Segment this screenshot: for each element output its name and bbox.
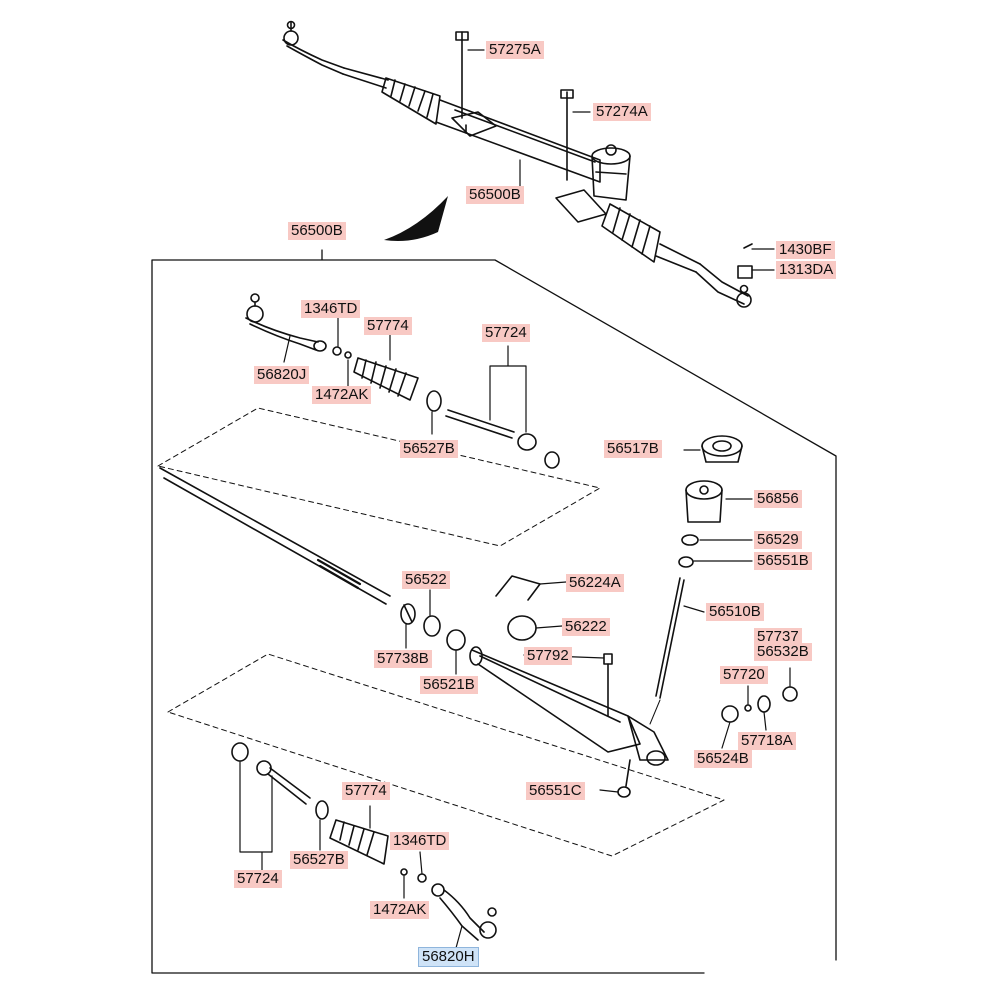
assembled-steering-gear: [282, 20, 753, 308]
leader-lines-exploded: [239, 317, 791, 949]
part-label-57724-upper[interactable]: 57724: [482, 324, 530, 342]
boot-57774-lower: [329, 819, 389, 865]
part-label-1472AK-upper[interactable]: 1472AK: [312, 386, 372, 404]
part-label-1346TD-upper[interactable]: 1346TD: [301, 300, 361, 318]
part-label-57774-upper[interactable]: 57774: [364, 317, 412, 335]
part-label-1313DA[interactable]: 1313DA: [776, 261, 837, 279]
cap-56551C: [617, 786, 631, 798]
ring-57718A: [757, 695, 771, 713]
inner-tie-rod-57724-upper: [445, 409, 560, 469]
part-label-57724-lower[interactable]: 57724: [234, 870, 282, 888]
part-label-56527B-lower[interactable]: 56527B: [290, 851, 348, 869]
boot-57774-upper: [353, 357, 419, 401]
part-label-56500B-frame[interactable]: 56500B: [288, 222, 346, 240]
part-label-56500B-top[interactable]: 56500B: [466, 186, 524, 204]
part-label-57718A[interactable]: 57718A: [738, 732, 796, 750]
valve-seal-56517B: [701, 435, 743, 463]
part-label-56856[interactable]: 56856: [754, 490, 802, 508]
oring-57720: [744, 704, 752, 712]
bushing-56521B: [446, 629, 466, 651]
part-label-56524B[interactable]: 56524B: [694, 750, 752, 768]
boot-top-left: [381, 77, 441, 125]
clamp-56222: [507, 615, 537, 641]
tie-rod-end-56820J: [245, 293, 327, 352]
dust-cover-56856: [685, 480, 723, 523]
exploded-view-arrow: [384, 196, 448, 241]
part-label-56532B[interactable]: 56532B: [754, 643, 812, 661]
part-label-57737[interactable]: 57737: [754, 628, 802, 646]
part-label-1430BF[interactable]: 1430BF: [776, 241, 835, 259]
yoke-56524B: [721, 705, 739, 723]
part-label-56527B-upper[interactable]: 56527B: [400, 440, 458, 458]
dashed-planes: [157, 407, 725, 857]
part-label-56820J[interactable]: 56820J: [254, 366, 310, 384]
part-label-56820H-selected[interactable]: 56820H: [418, 947, 479, 967]
yoke-plug-57737: [782, 686, 798, 702]
part-label-57738B[interactable]: 57738B: [374, 650, 432, 668]
part-label-1472AK-lower[interactable]: 1472AK: [370, 901, 430, 919]
rack-bar: [159, 467, 391, 605]
pin-57792: [603, 653, 613, 665]
clamp-56527B-upper: [426, 390, 442, 412]
part-label-56521B[interactable]: 56521B: [420, 676, 478, 694]
leader-lines-top: [467, 49, 775, 271]
part-label-1346TD-lower[interactable]: 1346TD: [390, 832, 450, 850]
part-label-57792[interactable]: 57792: [524, 647, 572, 665]
nut-1346TD-lower: [417, 873, 427, 883]
part-label-57274A[interactable]: 57274A: [593, 103, 651, 121]
exploded-frame: [151, 249, 837, 974]
clamp-56527B-lower: [315, 800, 329, 820]
part-label-56551B[interactable]: 56551B: [754, 552, 812, 570]
pinion-57738B: [400, 603, 416, 625]
bushing-56522: [423, 615, 441, 637]
part-label-56551C[interactable]: 56551C: [526, 782, 585, 800]
boot-top-right: [601, 203, 661, 263]
tie-rod-end-56820H: [431, 883, 497, 941]
part-label-57774-lower[interactable]: 57774: [342, 782, 390, 800]
seal-56529: [681, 534, 699, 546]
nut-1346TD: [332, 346, 342, 356]
inner-tie-rod-57724-lower: [231, 742, 311, 805]
washer-1472AK-lower: [400, 868, 408, 876]
gear-housing: [469, 646, 669, 766]
part-label-56517B[interactable]: 56517B: [604, 440, 662, 458]
part-label-56510B[interactable]: 56510B: [706, 603, 764, 621]
part-label-56529[interactable]: 56529: [754, 531, 802, 549]
part-label-57275A[interactable]: 57275A: [486, 41, 544, 59]
part-label-57720[interactable]: 57720: [720, 666, 768, 684]
washer-1472AK: [344, 351, 352, 359]
bracket-56224A: [495, 575, 541, 601]
valve-shaft-56510B: [655, 577, 685, 699]
ring-56551B: [678, 556, 694, 568]
part-label-56224A[interactable]: 56224A: [566, 574, 624, 592]
part-label-56522[interactable]: 56522: [402, 571, 450, 589]
part-label-56222[interactable]: 56222: [562, 618, 610, 636]
